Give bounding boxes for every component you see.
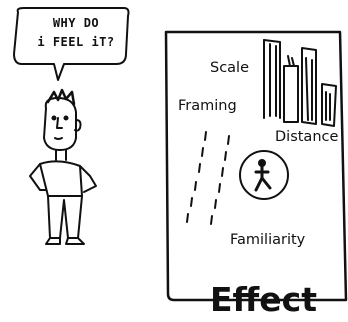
speech-line-1: WHY DO xyxy=(52,16,100,30)
caption-title: Effect xyxy=(210,280,317,319)
speech-line-2: i FEEL iT? xyxy=(37,35,115,49)
person-figure xyxy=(29,88,97,245)
label-familiarity: Familiarity xyxy=(230,232,306,248)
picture-frame xyxy=(164,30,348,302)
distance-figure xyxy=(239,150,289,200)
label-framing: Framing xyxy=(178,98,237,114)
scale-bars xyxy=(263,39,337,127)
speech-bubble xyxy=(13,7,130,81)
speech-bubble-text: WHY DO i FEEL iT? xyxy=(26,14,126,52)
label-distance: Distance xyxy=(275,129,339,145)
label-scale: Scale xyxy=(210,60,250,76)
framing-lines xyxy=(186,131,230,225)
